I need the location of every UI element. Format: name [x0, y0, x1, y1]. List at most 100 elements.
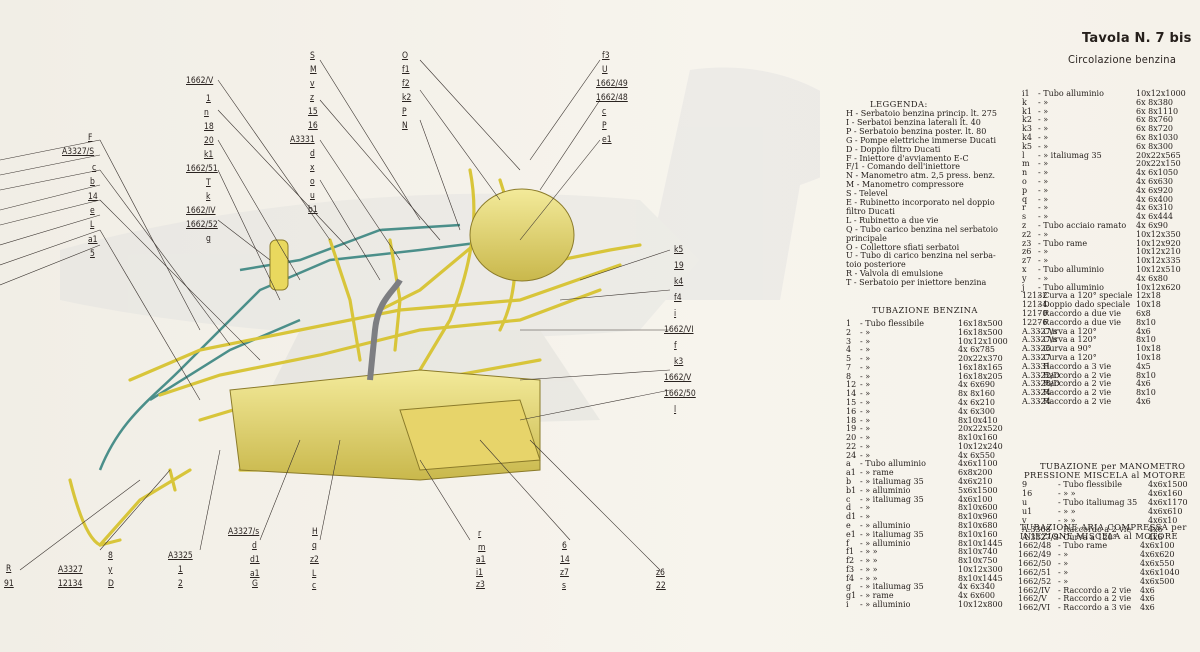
callout: z2 [310, 555, 319, 565]
legend-item: G - Pompe elettriche immerse Ducati [846, 135, 997, 145]
row-size: 4x6x550 [1140, 558, 1175, 568]
row-description: - Doppio dado speciale [1038, 300, 1131, 310]
callout: a1 [250, 569, 260, 579]
row-description: - Raccordo a 2 vie [1038, 397, 1112, 406]
callout: m [478, 543, 486, 553]
row-description: - Tubo alluminio [1038, 89, 1104, 98]
row-description: - Tubo acciaio ramato [1038, 221, 1127, 230]
callout: A3331 [290, 135, 315, 145]
row-description: - » alluminio [860, 538, 911, 548]
row-size: 4x 6x444 [1136, 212, 1174, 222]
row-description: - Tubo flessibile [860, 319, 925, 328]
row-description: - » [1058, 549, 1069, 559]
row-code: g1 [846, 591, 857, 601]
row-size: 20x22x565 [1136, 150, 1181, 160]
row-size: 4x6x100 [958, 494, 993, 504]
row-size: 10x12x350 [1136, 229, 1181, 239]
row-code: u [1022, 497, 1028, 507]
row-code: 1662/IV [1018, 585, 1050, 595]
row-code: o [1022, 177, 1027, 186]
row-code: A.3327 [1022, 353, 1051, 362]
legend-item: principale [846, 233, 887, 243]
row-description: - » » [860, 564, 878, 574]
callout: 6 [562, 541, 567, 551]
row-code: l [1022, 150, 1025, 160]
row-description: - Curva a 120° [1038, 335, 1097, 345]
callout: q [312, 541, 317, 551]
row-description: - Tubo alluminio [860, 459, 926, 469]
row-size: 6x 8x720 [1136, 124, 1174, 134]
row-size: 4x5 [1136, 361, 1151, 371]
sheet-title: Tavola N. 7 bis [1082, 31, 1192, 46]
legend-item: filtro Ducati [846, 206, 895, 216]
injector-tank [269, 239, 289, 291]
row-description: - » [1038, 124, 1049, 134]
callout: k [206, 192, 211, 202]
row-code: 7 [846, 362, 852, 372]
side-tank [399, 399, 541, 471]
row-size: 10x18 [1136, 353, 1161, 362]
row-description: - » [1038, 229, 1049, 239]
row-size: 6x 8x380 [1136, 97, 1174, 107]
row-code: i [846, 599, 849, 609]
row-description: - » [1038, 177, 1049, 186]
callout: L [312, 569, 317, 579]
row-size: 10x12x240 [958, 441, 1003, 451]
row-size: 20x22x520 [958, 424, 1003, 434]
callout: a1 [88, 235, 98, 245]
callout: o [310, 177, 315, 187]
row-description: - Tubo alluminio [1038, 282, 1104, 292]
row-description: - Raccordo a 3 vie [1058, 603, 1132, 613]
row-code: 1662/V [1018, 594, 1047, 604]
row-description: - » [860, 433, 871, 443]
row-size: 16x18x205 [958, 371, 1003, 381]
row-size: 8x10x160 [958, 433, 998, 443]
row-code: 12170 [1022, 309, 1048, 318]
row-size: 4x6 [1140, 594, 1155, 604]
row-size: 16x18x500 [958, 319, 1003, 328]
row-code: j [1022, 282, 1025, 292]
row-description: - » [860, 512, 871, 522]
row-size: 4x6x500 [1140, 576, 1175, 586]
callout: d [310, 149, 315, 159]
row-description: - Raccordo a due vie [1038, 317, 1121, 327]
callout: P [402, 107, 407, 117]
callout: v [310, 79, 315, 89]
row-size: 4x 6x300 [958, 406, 996, 416]
callout: 18 [204, 122, 214, 132]
callout: 1 [178, 565, 183, 575]
row-code: b1 [846, 485, 857, 495]
row-description: - » [860, 424, 871, 434]
legend-item: L - Rubinetto a due vie [846, 215, 939, 225]
legend-item: T - Serbatoio per iniettore benzina [846, 278, 987, 288]
row-description: - » » [1058, 506, 1076, 516]
row-code: k1 [1022, 106, 1032, 116]
row-size: 4x6 [1148, 524, 1163, 534]
sheet-subtitle: Circolazione benzina [1068, 53, 1177, 66]
callout: k3 [674, 357, 684, 367]
callout: 1662/51 [186, 164, 218, 174]
row-size: 4x6x1100 [958, 459, 998, 469]
rear-tank [469, 188, 575, 282]
row-description: - » [1038, 273, 1049, 283]
row-description: - Curva a 90° [1038, 344, 1092, 354]
legend-item: Q - Tubo carico benzina nel serbatoio [846, 224, 998, 234]
row-size: 10x18 [1136, 300, 1161, 310]
row-size: 4x 6x785 [958, 345, 996, 355]
row-code: a1 [846, 468, 856, 478]
row-size: 4x6 [1140, 603, 1155, 613]
row-size: 8x10 [1136, 335, 1156, 345]
row-size: 4x 6x690 [958, 380, 996, 390]
legend-item: D - Doppio filtro Ducati [846, 144, 941, 154]
row-code: A.3326 [1022, 344, 1051, 354]
row-code: 1662/51 [1018, 567, 1052, 577]
row-description: - » italiumag 35 [860, 477, 924, 487]
row-size: 4x6x10 [1148, 515, 1178, 525]
legend-item: F - Iniettore d'avviamento E-C [846, 153, 969, 163]
row-code: 5 [846, 354, 852, 364]
row-description: - » italiumag 35 [860, 494, 924, 504]
diagram-drawing [0, 59, 671, 571]
callout: z6 [656, 568, 665, 578]
callout: k4 [674, 277, 684, 287]
row-size: 8x10x1445 [958, 538, 1003, 548]
